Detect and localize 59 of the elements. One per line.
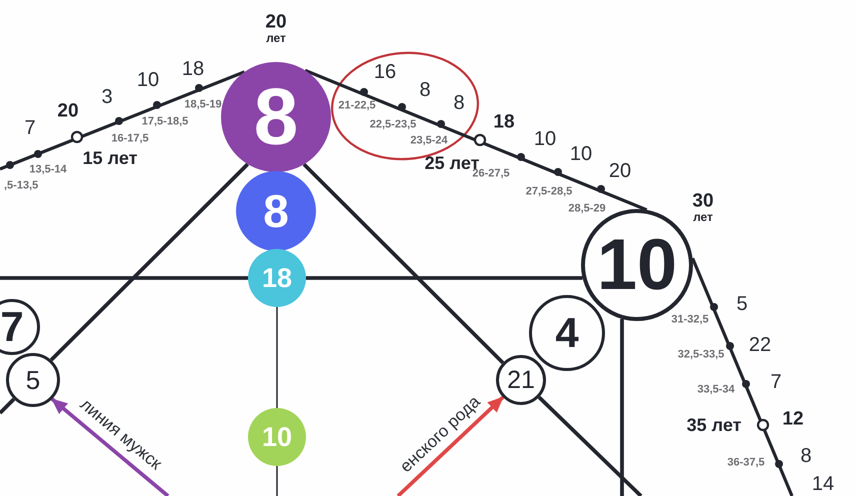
number-circle: 4 <box>529 295 605 371</box>
timeline-number: 7 <box>24 118 36 138</box>
connector-line <box>0 276 248 280</box>
timeline-number: 22 <box>748 335 772 355</box>
age-range-label: 22,5-23,5 <box>370 120 416 130</box>
connector-line <box>276 466 278 496</box>
timeline-number: 30 <box>692 192 714 210</box>
timeline-number: 10 <box>136 70 160 90</box>
timeline-number: 8 <box>419 80 431 100</box>
age-label: лет <box>693 211 713 223</box>
age-label: 35 лет <box>686 416 742 434</box>
connector-line <box>276 307 278 408</box>
timeline-number: 20 <box>265 12 287 32</box>
age-range-label: 13,5-14 <box>29 164 67 176</box>
age-range-label: 32,5-33,5 <box>678 350 724 360</box>
age-range-label: 21-22,5 <box>338 100 376 112</box>
connector-line <box>306 276 582 280</box>
number-circle: 21 <box>496 355 546 405</box>
age-range-label: 26-27,5 <box>472 168 510 180</box>
connector-line <box>691 258 794 496</box>
timeline-number: 8 <box>453 93 465 113</box>
arrow <box>50 398 170 496</box>
connector-line <box>0 398 16 414</box>
age-label: 15 лет <box>82 149 138 167</box>
timeline-number: 10 <box>534 129 556 149</box>
timeline-number: 10 <box>570 144 592 164</box>
arrow <box>396 396 504 496</box>
connector-line <box>304 68 648 212</box>
age-range-label: 27,5-28,5 <box>526 186 572 198</box>
age-range-label: 17,5-18,5 <box>142 116 188 128</box>
age-range-label: 36-37,5 <box>727 458 765 468</box>
age-range-label: 18,5-19 <box>184 100 222 110</box>
age-range-label: 33,5-34 <box>697 384 735 396</box>
connector-line <box>538 396 642 496</box>
number-circle: 10 <box>248 408 306 466</box>
timeline-number: 14 <box>812 474 834 494</box>
number-circle: 5 <box>6 353 60 407</box>
timeline-number: 12 <box>782 410 804 428</box>
number-circle: 18 <box>248 249 306 307</box>
timeline-number: 20 <box>57 102 79 120</box>
timeline-number: 18 <box>182 59 204 79</box>
connector-line <box>0 70 246 170</box>
age-label: лет <box>266 32 286 44</box>
connector-line <box>50 162 250 362</box>
age-range-label: 23,5-24 <box>410 136 448 146</box>
timeline-number: 7 <box>770 372 782 392</box>
timeline-number: 5 <box>736 294 748 314</box>
number-circle: 8 <box>221 62 331 172</box>
number-circle: 8 <box>236 171 316 251</box>
number-circle: 7 <box>0 299 40 355</box>
connector-line <box>620 319 624 496</box>
connector-line <box>302 162 504 364</box>
age-range-label: ,5-13,5 <box>4 180 38 192</box>
timeline-number: 8 <box>800 446 812 466</box>
age-range-label: 16-17,5 <box>111 134 149 144</box>
timeline-number: 3 <box>101 87 113 107</box>
timeline-number: 16 <box>374 62 396 82</box>
timeline-number: 18 <box>493 112 515 132</box>
timeline-number: 20 <box>608 161 632 181</box>
